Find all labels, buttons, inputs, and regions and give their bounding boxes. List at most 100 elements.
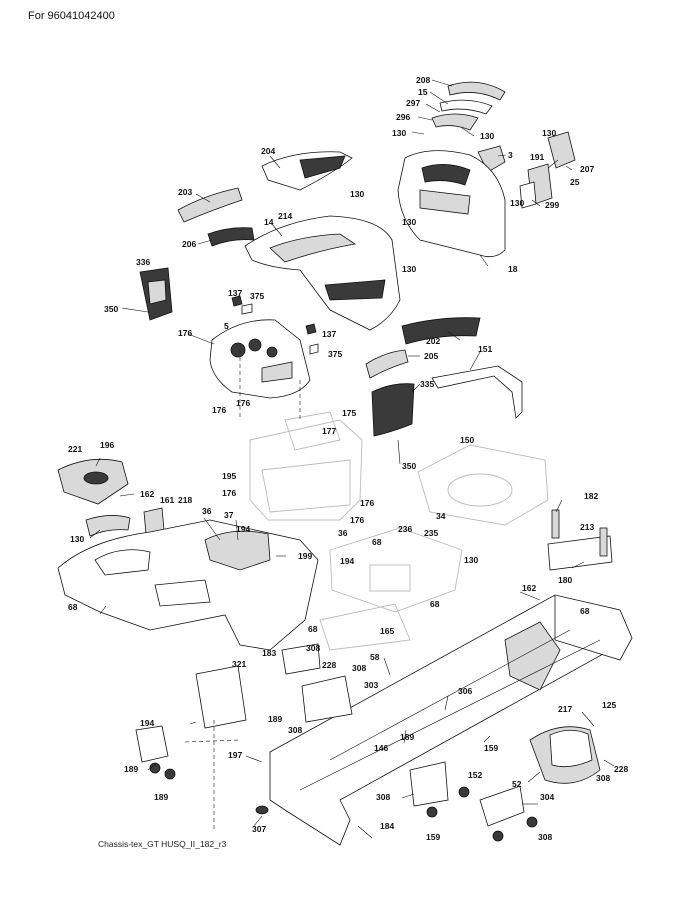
part-callout-375: 375 [250,291,264,301]
part-callout-199: 199 [298,551,312,561]
fuel-panel [207,227,255,247]
part-callout-335: 335 [420,379,434,389]
part-callout-162: 162 [522,583,536,593]
side-bracket [547,131,576,169]
part-callout-214: 214 [278,211,292,221]
part-callout-202: 202 [426,336,440,346]
part-callout-303: 303 [364,680,378,690]
dash-frame-ghost [249,419,363,521]
part-callout-130: 130 [392,128,406,138]
part-callout-308: 308 [352,663,366,673]
part-callout-184: 184 [380,821,394,831]
part-callout-296: 296 [396,112,410,122]
part-callout-206: 206 [182,239,196,249]
leader-lines [89,79,615,839]
part-callout-130: 130 [402,264,416,274]
part-callout-182: 182 [584,491,598,501]
part-callout-205: 205 [424,351,438,361]
hood-vents [421,164,471,186]
steering-panel [177,187,243,223]
part-callout-195: 195 [222,471,236,481]
part-callout-176: 176 [222,488,236,498]
part-callout-68: 68 [372,537,382,547]
part-callout-18: 18 [508,264,518,274]
panel-335 [371,383,415,437]
part-callout-183: 183 [262,648,276,658]
part-callout-336: 336 [136,257,150,267]
part-callout-308: 308 [376,792,390,802]
part-callout-307: 307 [252,824,266,834]
part-callout-208: 208 [416,75,430,85]
part-callout-130: 130 [480,131,494,141]
part-callout-130: 130 [350,189,364,199]
part-callout-304: 304 [540,792,554,802]
part-callout-194: 194 [140,718,154,728]
part-callout-217: 217 [558,704,572,714]
drawing-id: Chassis-tex_GT HUSQ_II_182_r3 [98,839,227,849]
part-callout-137: 137 [322,329,336,339]
part-callout-58: 58 [370,652,380,662]
part-callout-52: 52 [512,779,522,789]
plate-150-ghost [417,444,549,526]
part-callout-308: 308 [596,773,610,783]
hood-body [244,215,401,331]
bracket-218 [547,535,613,571]
part-callout-151: 151 [478,344,492,354]
part-callout-150: 150 [460,435,474,445]
bracket-197 [135,725,169,763]
part-callout-130: 130 [510,198,524,208]
part-callout-130: 130 [70,534,84,544]
hood-insert [439,99,493,115]
part-callout-228: 228 [614,764,628,774]
part-callout-34: 34 [436,511,446,521]
bracket-303 [301,675,353,723]
cover-307 [479,785,525,827]
part-callout-299: 299 [545,200,559,210]
part-callout-161: 161 [160,495,174,505]
part-callout-177: 177 [322,426,336,436]
part-callout-375: 375 [328,349,342,359]
part-callout-350: 350 [104,304,118,314]
part-callout-197: 197 [228,750,242,760]
part-callout-207: 207 [580,164,594,174]
hood-trim [447,81,506,101]
dashboard-5 [209,319,311,399]
part-callout-297: 297 [406,98,420,108]
part-callout-308: 308 [0,0,14,2]
part-callout-306: 306 [458,686,472,696]
part-callout-194: 194 [236,524,250,534]
front-grille-202 [401,317,481,345]
part-callout-203: 203 [178,187,192,197]
part-callout-176: 176 [360,498,374,508]
trim-205 [365,349,409,379]
plate-58 [195,665,247,729]
part-callout-221: 221 [68,444,82,454]
part-callout-162: 162 [140,489,154,499]
part-callout-196: 196 [100,440,114,450]
part-callout-152: 152 [468,770,482,780]
part-callout-68: 68 [308,624,318,634]
part-callout-236: 236 [398,524,412,534]
part-callout-180: 180 [558,575,572,585]
part-callout-213: 213 [580,522,594,532]
part-callout-68: 68 [580,606,590,616]
part-callout-3: 3 [508,150,513,160]
part-callout-130: 130 [402,217,416,227]
part-callout-189: 189 [268,714,282,724]
part-callout-68: 68 [430,599,440,609]
part-callout-130: 130 [542,128,556,138]
part-callout-176: 176 [350,515,364,525]
part-callout-159: 159 [484,743,498,753]
part-callout-5: 5 [224,321,229,331]
part-callout-308: 308 [288,725,302,735]
part-callout-37: 37 [224,510,234,520]
part-callout-308: 308 [538,832,552,842]
part-callout-191: 191 [530,152,544,162]
part-callout-350: 350 [402,461,416,471]
part-callout-204: 204 [261,146,275,156]
part-callout-165: 165 [380,626,394,636]
part-callout-176: 176 [236,398,250,408]
